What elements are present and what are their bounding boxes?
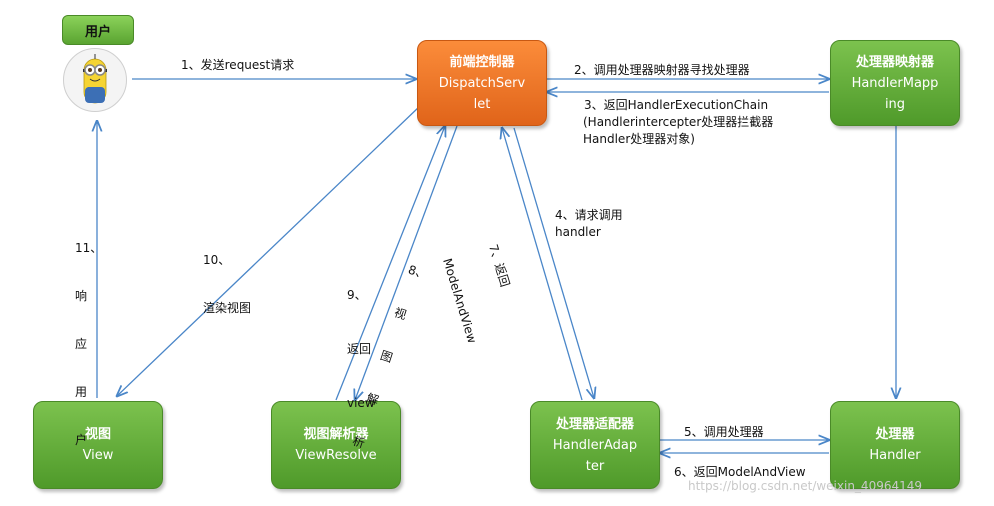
step-3-label-line1: 3、返回HandlerExecutionChain [584,98,769,112]
mapping-name-line1: HandlerMapp [851,75,939,91]
step-4-label-line1: 4、请求调用 [555,208,623,222]
dispatcher-name-line1: DispatchServ [438,75,526,91]
step-11-label-line1: 11、 [75,241,103,255]
handler-name: Handler [869,448,921,463]
step-11-label-line5: 户 [75,433,88,447]
mapping-name-line2: ing [884,96,906,112]
resolver-title: 视图解析器 [303,427,369,442]
step-10-label: 10、 渲染视图 [203,220,251,332]
view-box: 视图 View [33,401,163,489]
arrow-9-return-view [335,126,445,401]
step-11-label-line2: 响 [75,289,88,303]
step-5-label: 5、调用处理器 [684,425,764,439]
step-6-label: 6、返回ModelAndView [674,465,806,479]
step-10-label-line1: 10、 [203,253,231,267]
handler-mapping-box: 处理器映射器 HandlerMapp ing [830,40,960,126]
arrow-7-return-modelandview [502,128,583,401]
handler-box: 处理器 Handler [830,401,960,489]
arrow-4-call-handler [513,127,594,398]
resolver-name: ViewResolve [295,448,377,463]
adapter-name-line2: ter [585,458,605,474]
step-10-label-line2: 渲染视图 [203,301,252,315]
adapter-name-line1: HandlerAdap [552,437,638,453]
view-resolver-box: 视图解析器 ViewResolve [271,401,401,489]
step-7-label-line1: 7、返回 [486,242,513,289]
watermark-text: https://blog.csdn.net/weixin_40964149 [688,479,923,493]
step-1-label: 1、发送request请求 [181,58,295,72]
step-9-label: 9、 返回 view [347,250,375,430]
dispatcher-title: 前端控制器 [449,54,515,70]
handler-adapter-box: 处理器适配器 HandlerAdap ter [530,401,660,489]
step-7-label-line2: ModelAndView [440,256,480,345]
handler-title: 处理器 [875,427,915,442]
adapter-title: 处理器适配器 [555,416,634,432]
step-9-label-line1: 9、 [347,288,367,302]
view-name: View [82,448,114,463]
step-11-label-line4: 用 [75,385,88,399]
arrow-10-render-view [117,105,421,396]
step-9-label-line3: view [347,396,375,410]
step-2-label: 2、调用处理器映射器寻找处理器 [574,63,750,77]
minion-icon [63,48,127,112]
mapping-title: 处理器映射器 [855,54,934,70]
step-4-label-line2: handler [555,225,601,239]
dispatcher-servlet-box: 前端控制器 DispatchServ let [417,40,547,126]
step-11-label-line3: 应 [75,337,88,351]
step-3-label-line2: (Handlerintercepter处理器拦截器 [583,115,774,129]
user-label: 用户 [62,15,134,45]
step-3-label-line3: Handler处理器对象) [583,132,695,146]
view-title: 视图 [84,427,111,442]
arrow-8-view-resolve [355,125,458,400]
step-11-label: 11、 响 应 用 户 [75,208,102,464]
dispatcher-name-line2: let [473,96,491,112]
step-9-label-line2: 返回 [347,342,372,356]
